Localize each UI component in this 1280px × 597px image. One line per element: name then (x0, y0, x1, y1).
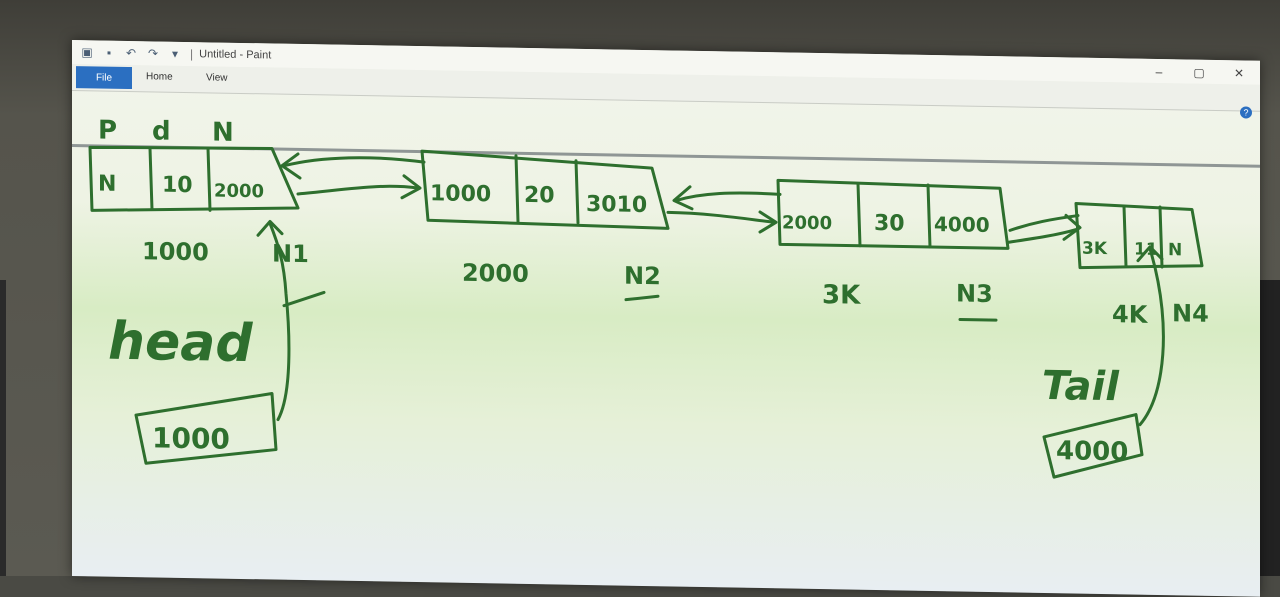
node1-data: 10 (162, 173, 193, 199)
node3-prev: 2000 (782, 212, 832, 234)
tail-arrow (1138, 247, 1165, 427)
head-value: 1000 (152, 421, 230, 455)
tail-value: 4000 (1056, 436, 1128, 467)
node3-address: 3K (822, 280, 861, 311)
tail-box: 4000 (1042, 413, 1144, 479)
linked-list-sketch: P d N N 10 2000 1000 N1 1000 20 3010 (88, 115, 1209, 479)
node4-prev: 3K (1082, 239, 1108, 259)
tail-label: Tail (1042, 363, 1120, 410)
node2-next: 3010 (586, 192, 647, 218)
link-arrows (280, 152, 1082, 244)
maximize-icon[interactable]: ▢ (1193, 65, 1205, 80)
node3-name: N3 (956, 279, 993, 308)
node-3: 2000 30 4000 (776, 178, 1010, 250)
customize-icon[interactable]: ▾ (171, 46, 179, 61)
node1-address: 1000 (142, 237, 209, 266)
label-data: d (152, 116, 171, 146)
node4-next: N (1168, 240, 1182, 260)
node1-prev: N (98, 171, 116, 196)
window-controls: – ▢ ✕ (1152, 65, 1246, 81)
node2-address: 2000 (462, 259, 529, 288)
projected-screen: ▣ ▪ ↶ ↷ ▾ | Untitled - Paint – ▢ ✕ File … (72, 40, 1260, 597)
tab-file[interactable]: File (76, 66, 132, 90)
tab-view[interactable]: View (206, 72, 228, 84)
label-prev: P (98, 115, 117, 145)
node-1: N 10 2000 (88, 145, 300, 212)
title-separator: | (190, 47, 194, 62)
paint-app-icon: ▣ (81, 45, 93, 60)
save-icon[interactable]: ▪ (106, 45, 112, 60)
head-arrow (268, 221, 291, 422)
undo-icon[interactable]: ↶ (125, 45, 137, 61)
label-next: N (212, 117, 234, 147)
node2-prev: 1000 (430, 181, 491, 207)
minimize-icon[interactable]: – (1155, 64, 1163, 80)
node2-name: N2 (624, 262, 661, 291)
head-box: 1000 (134, 391, 278, 465)
node4-name: N4 (1172, 299, 1209, 328)
close-icon[interactable]: ✕ (1233, 66, 1245, 81)
head-label: head (108, 312, 253, 375)
node-2: 1000 20 3010 (420, 149, 670, 230)
redo-icon[interactable]: ↷ (147, 46, 159, 61)
tab-home[interactable]: Home (146, 71, 173, 83)
paint-canvas[interactable]: P d N N 10 2000 1000 N1 1000 20 3010 (72, 90, 1260, 597)
node1-next: 2000 (214, 180, 264, 202)
window-title: Untitled - Paint (199, 48, 272, 62)
node3-data: 30 (874, 211, 905, 237)
node3-next: 4000 (934, 212, 990, 237)
node2-data: 20 (524, 183, 555, 209)
node4-address: 4K (1112, 300, 1149, 329)
left-frame (0, 280, 6, 576)
